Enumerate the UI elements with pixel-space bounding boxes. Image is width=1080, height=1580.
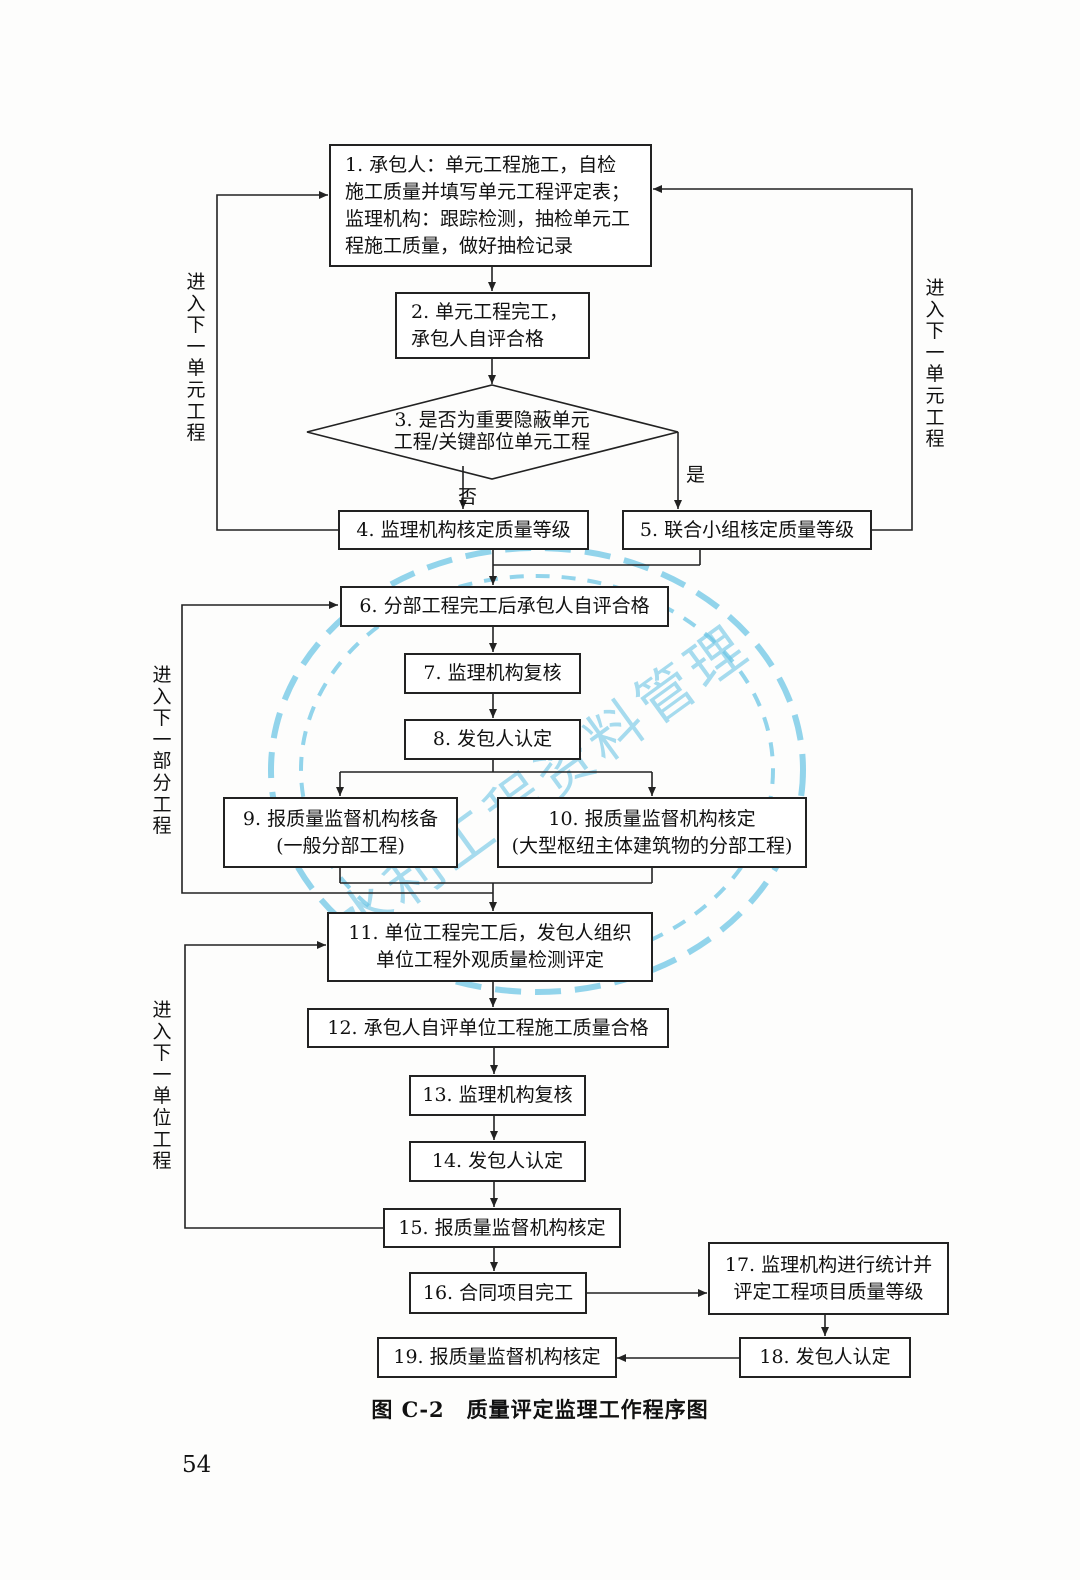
step-13-text: 13. 监理机构复核 xyxy=(422,1084,573,1106)
step-18-box: 18. 发包人认定 xyxy=(739,1337,911,1378)
step-14-box: 14. 发包人认定 xyxy=(409,1141,586,1182)
step-5-text: 5. 联合小组核定质量等级 xyxy=(639,518,855,541)
step-17-text: 17. 监理机构进行统计并 评定工程项目质量等级 xyxy=(724,1253,933,1303)
step-11-text: 11. 单位工程完工后，发包人组织 单位工程外观质量检测评定 xyxy=(348,922,632,971)
step-8-text: 8. 发包人认定 xyxy=(432,728,553,750)
step-11-box: 11. 单位工程完工后，发包人组织 单位工程外观质量检测评定 xyxy=(327,912,653,982)
step-7-text: 7. 监理机构复核 xyxy=(423,662,562,684)
step-16-box: 16. 合同项目完工 xyxy=(409,1272,587,1314)
step-13-box: 13. 监理机构复核 xyxy=(409,1075,586,1116)
step-1-text: 1. 承包人：单元工程施工，自检 施工质量并填写单元工程评定表； 监理机构：跟踪… xyxy=(345,153,631,257)
step-15-text: 15. 报质量监督机构核定 xyxy=(398,1216,606,1239)
step-14-text: 14. 发包人认定 xyxy=(431,1150,564,1172)
loop-label-next-division: 进入下一部分工程 xyxy=(152,664,172,838)
branch-no-label: 否 xyxy=(458,486,478,508)
step-2-text: 2. 单元工程完工， 承包人自评合格 xyxy=(411,300,569,350)
step-12-text: 12. 承包人自评单位工程施工质量合格 xyxy=(327,1016,649,1039)
loop-label-next-unit-project: 进入下一单位工程 xyxy=(152,999,172,1173)
step-15-box: 15. 报质量监督机构核定 xyxy=(383,1208,621,1248)
figure-caption: 图 C-2 质量评定监理工作程序图 xyxy=(371,1397,709,1422)
step-6-text: 6. 分部工程完工后承包人自评合格 xyxy=(359,595,650,617)
step-8-box: 8. 发包人认定 xyxy=(404,719,581,760)
step-16-text: 16. 合同项目完工 xyxy=(422,1281,574,1304)
step-17-box: 17. 监理机构进行统计并 评定工程项目质量等级 xyxy=(708,1242,949,1315)
step-3-decision-text: 3. 是否为重要隐蔽单元 工程/关键部位单元工程 xyxy=(393,409,591,453)
step-6-box: 6. 分部工程完工后承包人自评合格 xyxy=(340,586,669,627)
step-19-box: 19. 报质量监督机构核定 xyxy=(377,1337,617,1378)
step-7-box: 7. 监理机构复核 xyxy=(404,653,581,694)
step-5-box: 5. 联合小组核定质量等级 xyxy=(622,510,872,550)
step-10-text: 10. 报质量监督机构核定 (大型枢纽主体建筑物的分部工程) xyxy=(511,807,793,857)
loop-label-next-unit-right: 进入下一单元工程 xyxy=(925,277,945,451)
step-4-box: 4. 监理机构核定质量等级 xyxy=(338,510,589,550)
step-9-text: 9. 报质量监督机构核备 (一般分部工程) xyxy=(242,807,439,857)
step-4-text: 4. 监理机构核定质量等级 xyxy=(356,518,571,541)
step-18-text: 18. 发包人认定 xyxy=(759,1346,891,1368)
loop-label-next-unit-left: 进入下一单元工程 xyxy=(186,271,206,445)
branch-yes-label: 是 xyxy=(686,464,706,486)
step-2-box: 2. 单元工程完工， 承包人自评合格 xyxy=(395,292,590,359)
step-10-box: 10. 报质量监督机构核定 (大型枢纽主体建筑物的分部工程) xyxy=(497,797,807,868)
step-12-box: 12. 承包人自评单位工程施工质量合格 xyxy=(307,1008,669,1048)
page-number: 54 xyxy=(182,1452,212,1478)
step-9-box: 9. 报质量监督机构核备 (一般分部工程) xyxy=(223,797,458,868)
step-1-box: 1. 承包人：单元工程施工，自检 施工质量并填写单元工程评定表； 监理机构：跟踪… xyxy=(329,144,652,267)
step-19-text: 19. 报质量监督机构核定 xyxy=(393,1346,601,1368)
